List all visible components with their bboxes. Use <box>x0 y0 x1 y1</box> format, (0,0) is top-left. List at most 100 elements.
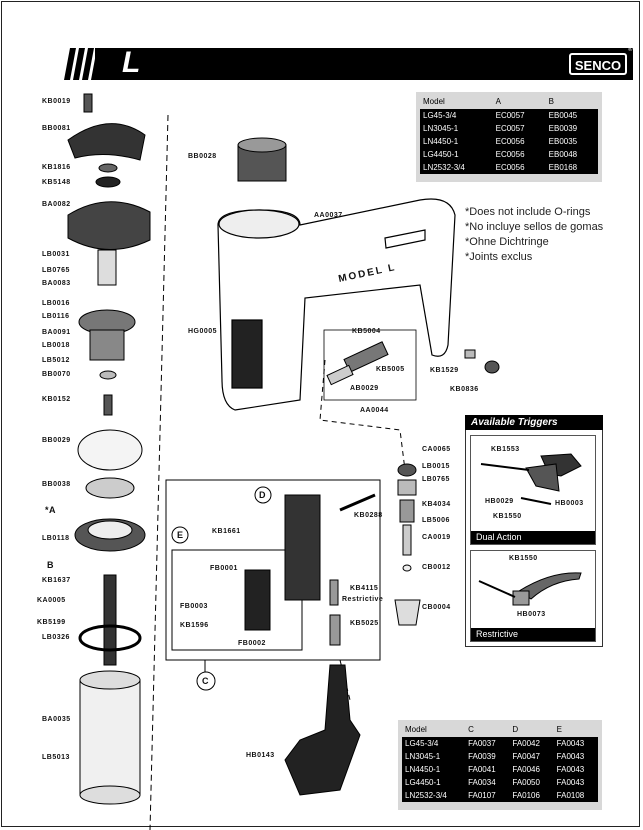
table-cell: FA0042 <box>509 737 554 750</box>
label-hb0073: HB0073 <box>517 611 546 618</box>
label-c: C <box>202 676 209 686</box>
table-cell: LN3045-1 <box>420 122 493 135</box>
label-lb0765: LB0765 <box>42 267 70 274</box>
label-bb0081: BB0081 <box>42 125 71 132</box>
table-cell: LG45-3/4 <box>402 737 466 750</box>
label-kb1661: KB1661 <box>212 528 241 535</box>
label-lb0765-right: LB0765 <box>422 476 450 483</box>
table-cell: EB0048 <box>545 148 598 161</box>
label-kb1637: KB1637 <box>42 577 71 584</box>
label-kb1553: KB1553 <box>491 446 520 453</box>
table-cell: FA0046 <box>509 763 554 776</box>
left-stack-parts <box>67 93 151 805</box>
label-aa0044: AA0044 <box>360 407 389 414</box>
label-ca0019: CA0019 <box>422 534 451 541</box>
kit-d-parts <box>244 493 376 631</box>
column-header: B <box>548 97 554 106</box>
kb1529-kb0836 <box>464 349 500 374</box>
table-cell: EB0035 <box>545 135 598 148</box>
table-cell: LN4450-1 <box>402 763 466 776</box>
note-spanish: *No incluye sellos de gomas <box>465 221 604 233</box>
label-fb0001: FB0001 <box>210 565 238 572</box>
label-kb1816: KB1816 <box>42 164 71 171</box>
table-cell: FA0039 <box>465 750 510 763</box>
restrictive-drawing <box>478 572 582 606</box>
label-a: *A <box>45 505 57 515</box>
label-aa0037: AA0037 <box>314 212 343 219</box>
valve-parts <box>326 341 389 386</box>
label-hb0003: HB0003 <box>555 500 584 507</box>
dual-action-caption: Dual Action <box>471 531 595 544</box>
kit-d-circle <box>254 486 272 504</box>
label-lb0015: LB0015 <box>422 463 450 470</box>
label-bb0070: BB0070 <box>42 371 71 378</box>
label-kb1550-restrictive: KB1550 <box>509 555 538 562</box>
label-ba0083: BA0083 <box>42 280 71 287</box>
note-english: *Does not include O-rings <box>465 206 591 218</box>
label-restrictive-spring: Restrictive <box>342 596 384 603</box>
label-kb5199: KB5199 <box>37 619 66 626</box>
label-kb1529: KB1529 <box>430 367 459 374</box>
table-cell: FA0043 <box>553 737 598 750</box>
table-cell: EC0057 <box>492 122 546 135</box>
label-lb0016: LB0016 <box>42 300 70 307</box>
label-lb0326: LB0326 <box>42 634 70 641</box>
table-cell: FA0043 <box>553 750 598 763</box>
model-letter: L <box>122 46 140 79</box>
restrictive-caption: Restrictive <box>471 628 595 641</box>
restrictive-box: KB1550 HB0073 Restrictive <box>470 550 596 642</box>
label-bb0029: BB0029 <box>42 437 71 444</box>
label-ba0082: BA0082 <box>42 201 71 208</box>
brand-logo: SENCO <box>569 53 627 75</box>
table-cell: EB0045 <box>545 109 598 122</box>
label-kb4115: KB4115 <box>350 585 379 592</box>
label-ab0029: AB0029 <box>350 385 379 392</box>
springs <box>329 579 341 646</box>
label-d: D <box>259 490 266 500</box>
tool-body <box>217 198 456 411</box>
kit-c-circle <box>196 671 216 691</box>
triggers-title: Available Triggers <box>465 415 603 430</box>
label-kb1550-dual: KB1550 <box>493 513 522 520</box>
table-cell: EC0056 <box>492 161 546 174</box>
header-stripes <box>64 48 120 80</box>
label-kb0152: KB0152 <box>42 396 71 403</box>
label-kb1596: KB1596 <box>180 622 209 629</box>
label-b: B <box>47 560 54 570</box>
hb0143-part <box>284 664 361 796</box>
table-cell: FA0034 <box>465 776 510 789</box>
label-kb5025: KB5025 <box>350 620 379 627</box>
note-french: *Joints exclus <box>465 251 533 263</box>
label-cb0012: CB0012 <box>422 564 451 571</box>
label-ca0065: CA0065 <box>422 446 451 453</box>
column-header: Model <box>405 725 427 734</box>
label-kb0288: KB0288 <box>354 512 383 519</box>
table-cell: EB0168 <box>545 161 598 174</box>
table-cell: FA0106 <box>509 789 554 802</box>
table-cell: EB0039 <box>545 122 598 135</box>
label-lb5006: LB5006 <box>422 517 450 524</box>
table-cell: LN2532-3/4 <box>402 789 466 802</box>
table-cell: FA0050 <box>509 776 554 789</box>
label-bb0028: BB0028 <box>188 153 217 160</box>
label-kb4034: KB4034 <box>422 501 451 508</box>
column-header: A <box>495 97 501 106</box>
label-lb0118: LB0118 <box>42 535 70 542</box>
kit-e-circle <box>171 526 189 544</box>
table-cell: FA0047 <box>509 750 554 763</box>
label-lb5013: LB5013 <box>42 754 70 761</box>
